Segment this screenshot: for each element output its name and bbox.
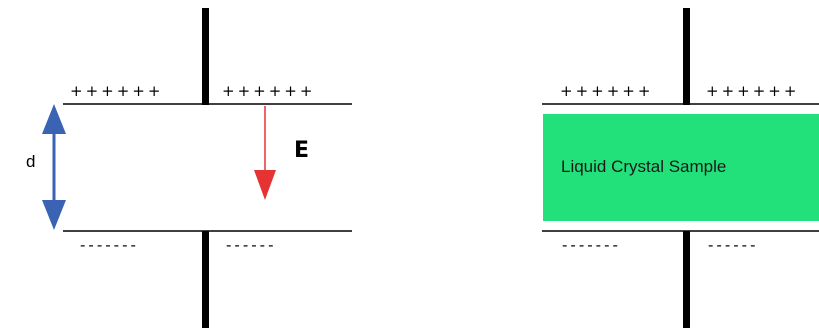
left-top-lead-wire — [202, 8, 209, 105]
left-capacitor: ++++++ ++++++ ------- ------ d E — [26, 8, 352, 328]
left-bottom-charges-right: ------ — [226, 236, 276, 254]
liquid-crystal-sample — [543, 114, 819, 221]
separation-double-arrow — [42, 104, 66, 230]
separation-label: d — [26, 152, 35, 171]
left-bottom-charges-left: ------- — [80, 236, 139, 254]
right-top-charges-left: ++++++ — [560, 82, 653, 100]
left-top-charges-right: ++++++ — [222, 82, 315, 100]
right-bottom-lead-wire — [683, 231, 690, 328]
electric-field-label: E — [294, 138, 309, 163]
right-bottom-charges-right: ------ — [708, 236, 758, 254]
separation-arrowhead-down — [42, 200, 66, 230]
electric-field-arrowhead — [254, 170, 276, 200]
right-bottom-charges-left: ------- — [562, 236, 621, 254]
left-bottom-lead-wire — [202, 231, 209, 328]
left-top-charges-left: ++++++ — [70, 82, 163, 100]
right-top-charges-right: ++++++ — [706, 82, 799, 100]
sample-label: Liquid Crystal Sample — [561, 157, 726, 176]
right-capacitor: Liquid Crystal Sample ++++++ ++++++ ----… — [542, 8, 819, 328]
right-top-lead-wire — [683, 8, 690, 105]
separation-arrowhead-up — [42, 104, 66, 134]
